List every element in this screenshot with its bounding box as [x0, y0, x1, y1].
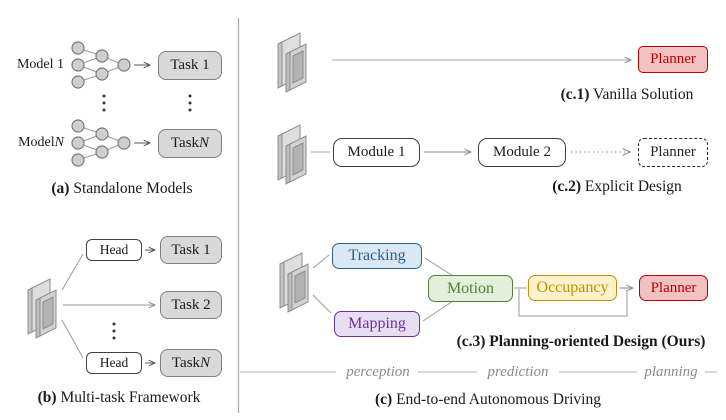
- task-1-label: Task 1: [170, 57, 210, 73]
- tracking-label: Tracking: [348, 247, 406, 264]
- module-1-label: Module 1: [347, 144, 406, 160]
- panel-c2-caption-text: Explicit Design: [581, 178, 682, 195]
- panel-c2-tag: (c.2): [552, 178, 582, 195]
- tracking-box: Tracking: [332, 243, 422, 269]
- panel-a-wires: [71, 41, 192, 167]
- panel-a-caption-text: Standalone Models: [69, 180, 193, 197]
- backbone-icon-c3: [279, 252, 309, 313]
- task-n-variable: N: [199, 135, 210, 151]
- task-1-box-b: Task 1: [160, 236, 222, 264]
- model-n-prefix: Model: [18, 135, 55, 150]
- task-n-variable-b: N: [200, 354, 211, 371]
- model-n-label: Model N: [8, 135, 64, 151]
- occupancy-label: Occupancy: [536, 279, 609, 296]
- task-n-box-b: Task N: [160, 349, 222, 377]
- line-backbone-tracking: [312, 254, 330, 269]
- line-backbone-head1: [61, 253, 84, 291]
- planner-box-c2-dashed: Planner: [638, 138, 708, 167]
- panel-a-caption: (a) Standalone Models: [0, 180, 244, 198]
- planner-label-c2: Planner: [650, 144, 696, 160]
- stage-prediction: prediction: [480, 364, 556, 380]
- backbone-icon-c1: [277, 32, 307, 93]
- panel-c-caption-text: End-to-end Autonomous Driving: [392, 391, 601, 408]
- panel-b-tag: (b): [37, 389, 57, 406]
- mapping-label: Mapping: [348, 315, 406, 332]
- panel-c1-tag: (c.1): [560, 86, 590, 103]
- line-backbone-head2: [61, 319, 84, 359]
- bypass-motion-planner: [518, 289, 628, 317]
- task-1-label-b: Task 1: [171, 241, 211, 258]
- backbone-icon-b: [27, 278, 57, 339]
- panel-c3-wires: [279, 252, 633, 322]
- panel-b-caption: (b) Multi-task Framework: [0, 389, 238, 407]
- module-2-box: Module 2: [478, 138, 566, 167]
- task-n-prefix-b: Task: [171, 354, 201, 371]
- planning-text: planning: [644, 363, 698, 380]
- stage-perception: perception: [340, 364, 416, 380]
- planner-box-c3: Planner: [639, 275, 708, 301]
- panel-c3-caption: (c.3) Planning-oriented Design (Ours): [436, 333, 726, 351]
- planner-box-c1: Planner: [638, 46, 708, 73]
- occupancy-box: Occupancy: [528, 275, 617, 301]
- line-tracking-motion: [424, 257, 454, 277]
- task-2-box-b: Task 2: [160, 291, 222, 319]
- planner-label-c3: Planner: [650, 279, 697, 296]
- panel-c1-wires: [277, 32, 631, 93]
- model-n-variable: N: [54, 135, 64, 150]
- panel-b-wires: [27, 250, 155, 363]
- vertical-ellipsis-icon: [112, 322, 116, 340]
- planner-label-c1: Planner: [650, 51, 696, 67]
- task-n-prefix: Task: [170, 135, 200, 151]
- prediction-text: prediction: [487, 363, 549, 380]
- mapping-box: Mapping: [334, 311, 420, 337]
- model-1-label: Model 1: [8, 57, 64, 73]
- panel-c3-tag: (c.3): [456, 333, 486, 350]
- neural-net-model-1: [71, 41, 131, 89]
- backbone-icon-c2: [277, 124, 307, 185]
- head-box-1: Head: [86, 239, 142, 261]
- panel-c-tag: (c): [374, 391, 393, 408]
- panel-b-caption-text: Multi-task Framework: [56, 389, 201, 406]
- head-box-2: Head: [86, 352, 142, 374]
- vertical-ellipsis-icon: [102, 94, 192, 112]
- stage-planning: planning: [640, 364, 702, 380]
- task-n-box-a: Task N: [158, 129, 222, 158]
- panel-a-tag: (a): [51, 180, 70, 197]
- panel-c1-caption: (c.1) Vanilla Solution: [527, 86, 726, 104]
- line-mapping-motion: [422, 300, 454, 322]
- motion-box: Motion: [428, 275, 513, 302]
- motion-label: Motion: [446, 279, 495, 297]
- perception-text: perception: [346, 363, 410, 380]
- module-2-label: Module 2: [493, 144, 551, 160]
- module-1-box: Module 1: [333, 138, 420, 167]
- task-1-box-a: Task 1: [158, 51, 222, 80]
- model-1-text: Model 1: [16, 57, 64, 72]
- head-2-label: Head: [99, 355, 129, 371]
- neural-net-model-n: [71, 119, 131, 167]
- head-1-label: Head: [99, 242, 129, 258]
- panel-c2-caption: (c.2) Explicit Design: [517, 178, 717, 196]
- panel-c2-wires: [277, 124, 630, 185]
- line-backbone-mapping: [312, 294, 332, 314]
- panel-c3-caption-text: Planning-oriented Design (Ours): [485, 333, 706, 350]
- panel-c1-caption-text: Vanilla Solution: [589, 86, 694, 103]
- task-2-label-b: Task 2: [171, 296, 211, 313]
- panel-c-caption: (c) End-to-end Autonomous Driving: [318, 391, 658, 409]
